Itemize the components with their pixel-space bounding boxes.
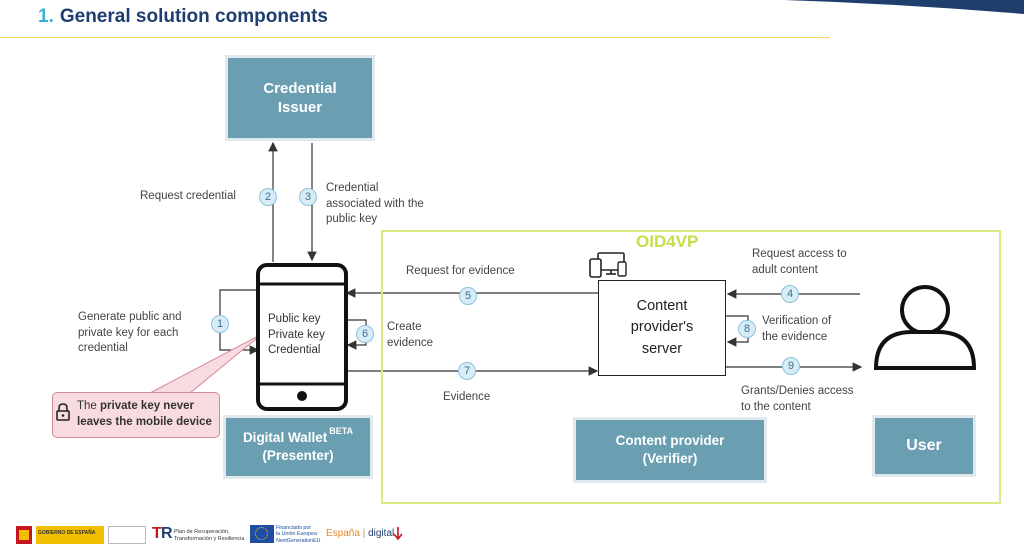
credential-issuer-line2: Issuer xyxy=(277,99,323,116)
step-1-marker: 1 xyxy=(211,315,229,333)
step-1-label-line2: private key for each xyxy=(78,326,179,339)
step-6-marker: 6 xyxy=(356,325,374,343)
step-1-label-line3: credential xyxy=(78,342,128,355)
step-9-label-line2: to the content xyxy=(741,400,811,413)
user-label: User xyxy=(906,436,942,454)
step-3-marker: 3 xyxy=(299,188,317,206)
step-9-label-line1: Grants/Denies access xyxy=(741,385,854,397)
espana-text: España xyxy=(326,528,360,539)
content-provider-box: Content provider (Verifier) xyxy=(576,420,764,480)
content-provider-line2: (Verifier) xyxy=(642,451,698,466)
step-4-label-line1: Request access to xyxy=(752,248,847,260)
callout-pre: The xyxy=(77,400,101,412)
step-6-label-line1: Create xyxy=(387,321,422,333)
step-8-marker: 8 xyxy=(738,320,756,338)
oid4vp-frame xyxy=(381,230,1001,504)
gobierno-logo: GOBIERNO DE ESPAÑA xyxy=(16,524,148,546)
section-title: General solution components xyxy=(59,6,329,27)
callout-bold2: leaves the mobile device xyxy=(77,415,212,428)
private-key-callout: The private key never leaves the mobile … xyxy=(52,392,220,438)
step-5-marker: 5 xyxy=(459,287,477,305)
digital-wallet-line1: Digital Wallet xyxy=(242,430,328,446)
step-8-label-line1: Verification of xyxy=(762,315,832,327)
corner-decoration xyxy=(784,0,1024,14)
digital-arrow-icon xyxy=(393,527,403,541)
credential-issuer-box: Credential Issuer xyxy=(228,58,372,138)
step-6-label: Create evidence xyxy=(387,320,433,351)
step-7-marker: 7 xyxy=(458,362,476,380)
eu-line2: la Unión Europea xyxy=(276,531,317,538)
devices-icon xyxy=(589,252,627,278)
step-4-label: Request access to adult content xyxy=(752,247,847,278)
step-7-label: Evidence xyxy=(443,390,490,406)
credential-issuer-line1: Credential xyxy=(263,79,337,97)
gov-text: GOBIERNO DE ESPAÑA xyxy=(38,530,96,536)
plan-line2: Transformación y Resiliencia xyxy=(174,535,245,542)
section-number: 1. xyxy=(38,6,54,27)
wallet-private-key: Private key xyxy=(268,328,325,341)
content-provider-server: Content provider's server xyxy=(598,280,726,376)
callout-bold1: private key never xyxy=(100,400,194,412)
recovery-plan-logo: T R Plan de Recuperación, Transformación… xyxy=(152,525,245,542)
step-3-label-line2: associated with the xyxy=(326,197,424,210)
step-3-label-line3: public key xyxy=(326,213,378,226)
step-9-label: Grants/Denies access to the content xyxy=(741,384,854,415)
step-7-label-line1: Evidence xyxy=(443,391,491,403)
step-4-label-line2: adult content xyxy=(752,263,818,276)
digital-text: digital xyxy=(368,528,395,539)
wallet-screen-content: Public key Private key Credential xyxy=(268,312,325,359)
step-1-label: Generate public and private key for each… xyxy=(78,310,182,357)
beta-badge: BETA xyxy=(329,426,354,437)
wallet-public-key: Public key xyxy=(268,313,321,325)
step-3-label-line1: Credential xyxy=(326,182,379,194)
step-1-label-line1: Generate public and xyxy=(78,311,182,323)
step-8-label: Verification of the evidence xyxy=(762,314,831,345)
espana-digital-logo: España | digital xyxy=(326,524,412,546)
title-divider xyxy=(0,37,830,38)
mobile-phone-icon xyxy=(256,263,348,411)
server-line1: Content xyxy=(636,298,688,315)
user-box: User xyxy=(875,418,973,474)
eu-funding-logo: Financiado por la Unión Europea NextGene… xyxy=(250,524,320,546)
step-9-marker: 9 xyxy=(782,357,800,375)
step-8-label-line2: the evidence xyxy=(762,330,828,343)
step-4-marker: 4 xyxy=(781,285,799,303)
digital-wallet-line2: (Presenter) xyxy=(262,448,334,463)
plan-line1: Plan de Recuperación, xyxy=(174,529,230,535)
step-2-label: Request credential xyxy=(140,189,236,205)
lock-icon xyxy=(56,403,70,421)
server-line3: server xyxy=(641,340,683,357)
step-3-label: Credential associated with the public ke… xyxy=(326,181,424,228)
content-provider-line1: Content provider xyxy=(615,433,725,449)
step-2-label-line1: Request credential xyxy=(140,190,236,202)
step-6-label-line2: evidence xyxy=(387,336,434,349)
eu-line3: NextGenerationEU xyxy=(276,537,321,544)
user-icon xyxy=(873,285,977,370)
step-5-label: Request for evidence xyxy=(406,264,515,280)
step-5-label-line1: Request for evidence xyxy=(406,265,515,277)
server-line2: provider's xyxy=(630,319,694,336)
wallet-credential: Credential xyxy=(268,344,321,357)
step-2-marker: 2 xyxy=(259,188,277,206)
page-title: 1.General solution components xyxy=(38,6,328,28)
eu-line1: Financiado por xyxy=(276,525,312,531)
oid4vp-label: OID4VP xyxy=(636,232,699,251)
